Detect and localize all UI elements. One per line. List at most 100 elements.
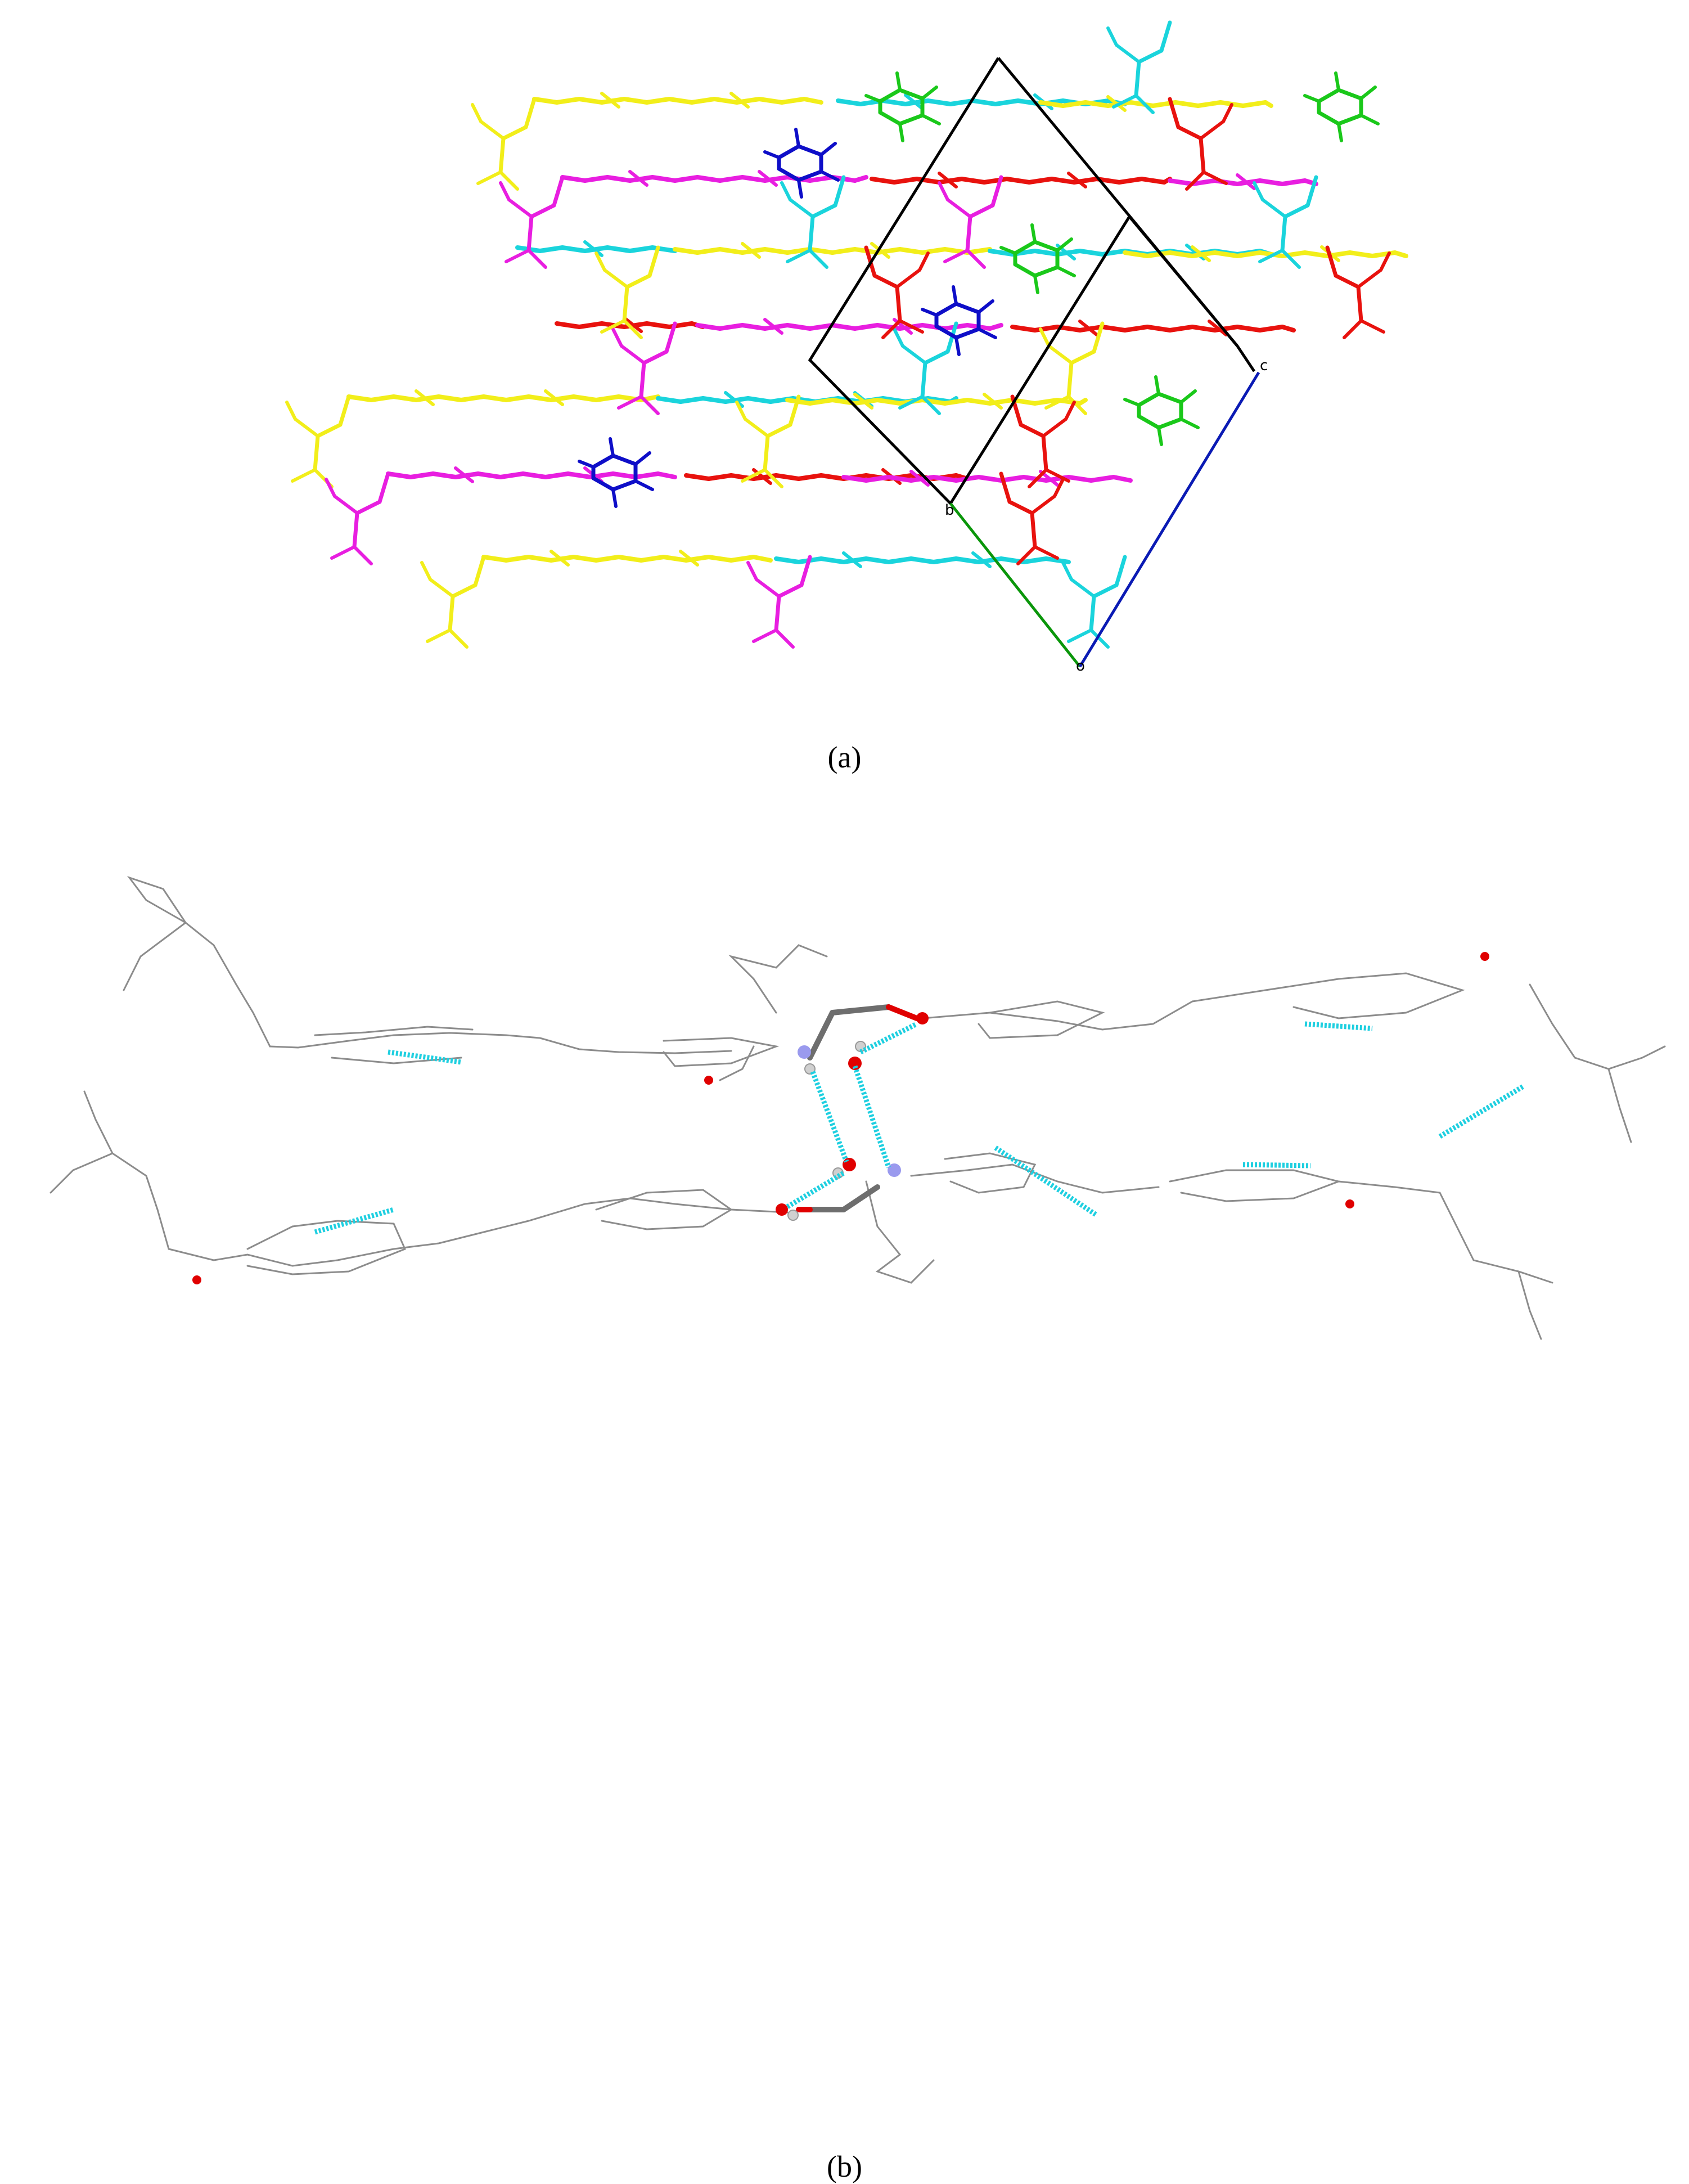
axis-label-b: b	[945, 502, 954, 519]
yellow-tail	[763, 434, 770, 472]
layer-0-yellow-chain-ring	[600, 92, 620, 109]
blue-ring	[591, 453, 615, 469]
red-tail	[1334, 273, 1361, 289]
red-tail	[1359, 319, 1385, 334]
dimer-bond-o1	[886, 1004, 920, 1021]
red-tail	[872, 273, 899, 289]
hbond-diagram	[49, 876, 1666, 1340]
atoms	[192, 952, 1489, 1284]
layer-3-red-chain	[577, 321, 604, 329]
layer-0-yellow-chain	[1083, 100, 1110, 108]
red-tail	[881, 319, 902, 339]
yellow-tail	[622, 285, 629, 323]
hydrogen-atom-1	[804, 1063, 816, 1075]
green-ring	[1033, 240, 1060, 253]
layer-3-magenta-chain	[988, 323, 1003, 331]
magenta-tail	[774, 594, 781, 632]
upper-tail-left	[184, 922, 271, 1048]
magenta-tail	[968, 203, 995, 219]
blue-ring	[819, 170, 840, 182]
layer-0-yellow-chain	[1263, 100, 1273, 108]
layer-4-yellow-chain-ring	[853, 393, 873, 410]
magenta-tail	[752, 628, 778, 643]
layer-6-yellow-chain	[639, 555, 666, 563]
green-ring	[1359, 86, 1377, 100]
layer-5-red-chain	[706, 473, 733, 481]
green-ring	[1336, 113, 1363, 126]
layer-1-magenta-chain	[808, 175, 835, 183]
layer-1-magenta-chain	[1190, 178, 1217, 186]
layer-4-cyan-chain	[746, 396, 773, 404]
layer-4-yellow-chain-ring	[544, 389, 564, 406]
hbond-carboxyl-lower	[786, 1171, 845, 1209]
layer-6-yellow-chain	[594, 555, 621, 563]
green-ring	[1030, 223, 1037, 244]
cyan-tail	[808, 249, 828, 269]
layer-6-cyan-chain	[954, 556, 981, 564]
layer-5-red-chain	[774, 473, 801, 481]
blue-ring	[934, 302, 958, 317]
layer-2-yellow-chain-ring	[741, 242, 761, 259]
red-tail	[1053, 478, 1065, 498]
layer-1-magenta-chain	[583, 175, 610, 183]
hbond-inter-1	[994, 1145, 1098, 1217]
layer-3-magenta-chain	[785, 323, 812, 331]
magenta-tail	[990, 175, 1003, 208]
layer-0-yellow-chain	[1038, 100, 1065, 108]
cyan-tail	[1115, 43, 1141, 64]
red-tail	[1199, 136, 1206, 174]
layer-0-cyan-chain	[836, 98, 863, 106]
layer-5-magenta-chain	[498, 471, 525, 479]
cyan-tail	[833, 175, 846, 208]
layer-4-yellow-chain	[369, 394, 396, 402]
upper-ring-left-top	[314, 1026, 474, 1036]
yellow-tail	[501, 125, 528, 141]
red-tail	[1064, 401, 1076, 421]
cyan-tail	[1137, 48, 1164, 64]
magenta-tail	[527, 249, 547, 269]
green-ring	[1033, 265, 1060, 278]
layer-1-red-chain	[915, 177, 942, 185]
green-ring	[921, 114, 941, 125]
blue-ring	[611, 479, 638, 492]
lower-ring-left	[246, 1220, 407, 1275]
layer-3-magenta-chain	[875, 323, 902, 331]
layer-3-magenta-chain	[853, 323, 880, 331]
cyan-tail	[1258, 249, 1284, 263]
layer-3-red-chain	[1258, 325, 1285, 332]
layer-1-magenta-chain	[1258, 178, 1285, 186]
red-tail	[1007, 500, 1034, 515]
c-axis-line	[1078, 371, 1260, 668]
yellow-tail	[294, 417, 319, 438]
layer-0-cyan-chain	[881, 98, 908, 106]
layer-1-magenta-chain	[740, 175, 767, 183]
magenta-tail	[946, 198, 972, 218]
caption-a: (a)	[827, 740, 862, 774]
layer-1-magenta-chain	[853, 175, 868, 183]
layer-4-yellow-chain-ring	[415, 389, 435, 406]
cyan-tail	[1253, 181, 1264, 201]
layer-4-yellow-chain	[391, 394, 418, 402]
layer-3-red-chain	[1235, 325, 1262, 332]
cyan-tail	[1070, 578, 1096, 598]
yellow-tail	[763, 468, 783, 488]
upper-tbutyl	[728, 944, 828, 1014]
layer-1-red-chain	[870, 177, 897, 185]
layer-3-magenta-chain	[718, 323, 745, 331]
hbond-central-1	[810, 1071, 849, 1163]
layer-5-magenta-chain	[886, 475, 913, 483]
green-ring	[1033, 274, 1039, 294]
hbond-central-2	[852, 1065, 891, 1169]
oxygen-atom-methoxy-1	[704, 1076, 713, 1085]
layer-3-red-chain	[1100, 325, 1127, 332]
layer-4-cyan-chain	[701, 396, 728, 404]
green-ring	[1154, 375, 1160, 396]
layer-0-yellow-chain	[802, 97, 823, 105]
magenta-tail	[355, 500, 382, 515]
upper-ring-far-right	[1264, 972, 1465, 1019]
hydrogen-atom-3	[787, 1210, 799, 1221]
cyan-tail	[1305, 175, 1318, 208]
layer-4-cyan-chain-ring	[724, 391, 744, 408]
layer-2-yellow-chain-ring	[870, 242, 890, 259]
blue-ring	[921, 308, 938, 317]
